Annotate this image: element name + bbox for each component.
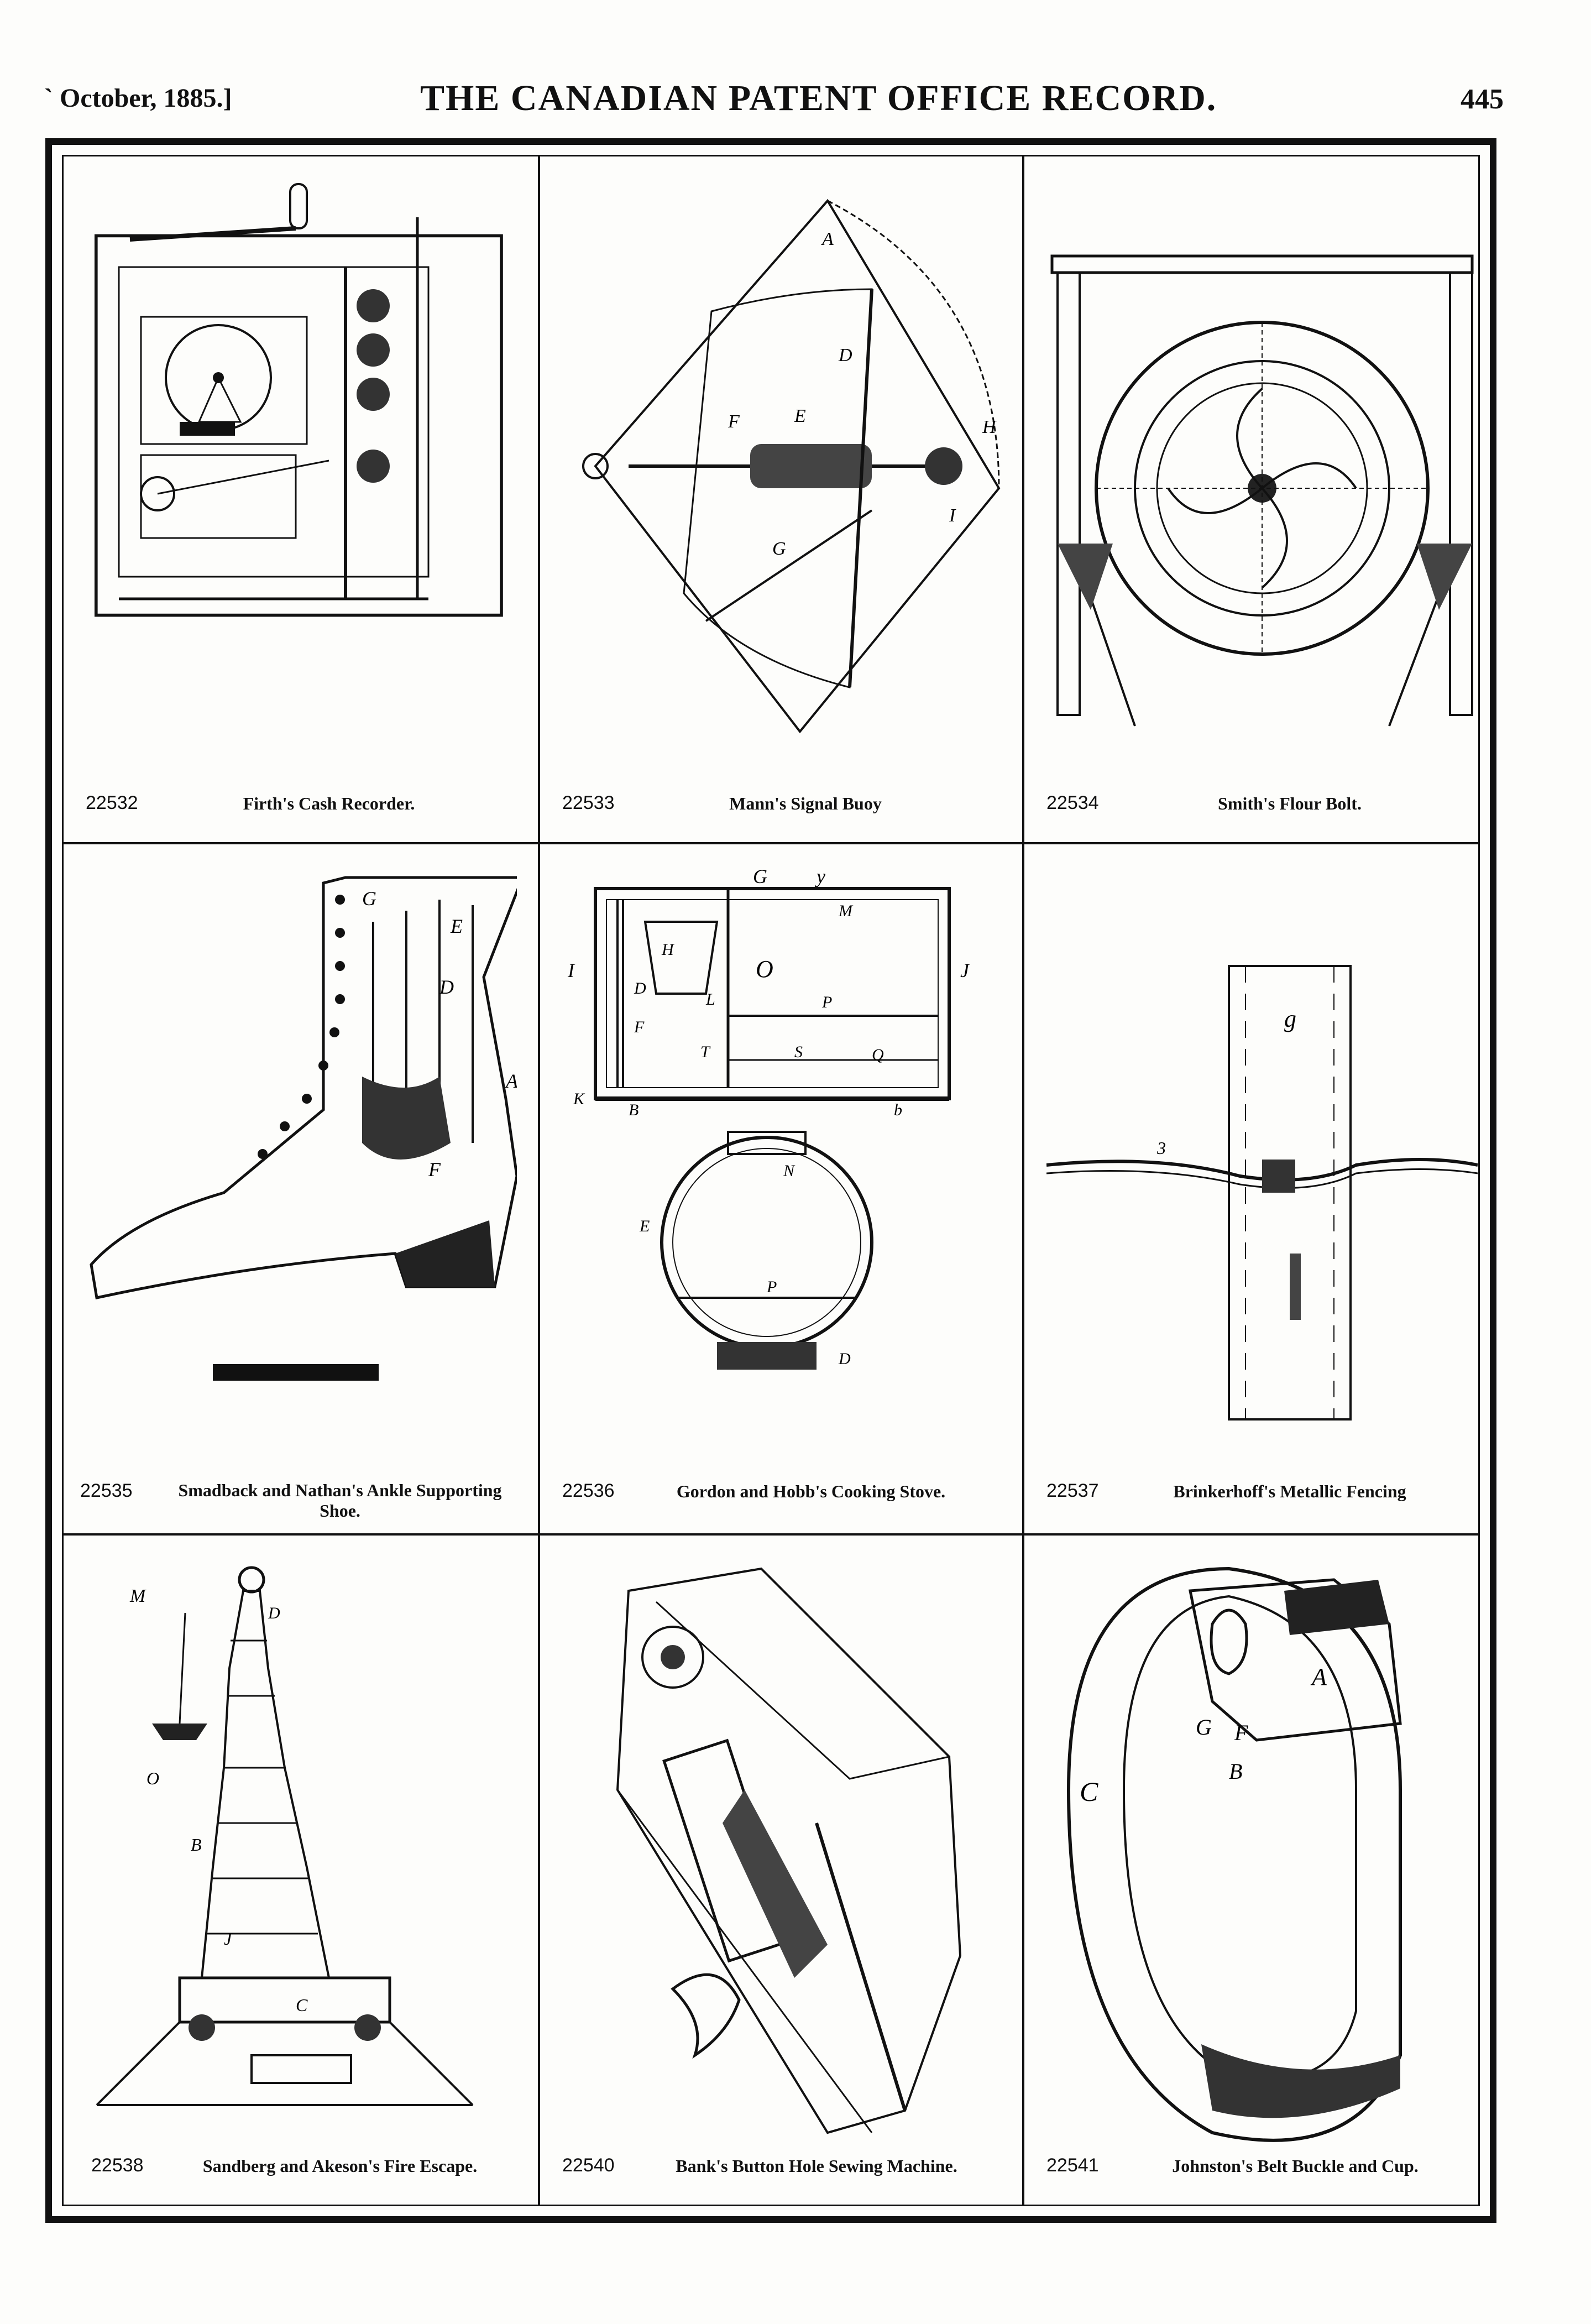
figure-label: E [794, 406, 806, 426]
plate-flour-bolt: 22534 Smith's Flour Bolt. [1024, 156, 1490, 842]
figure-label: C [296, 1995, 308, 2015]
ankle-shoe-drawing: G E D F A [90, 876, 517, 1381]
figure-label: 3 [1156, 1138, 1166, 1158]
figure-label: A [505, 1070, 517, 1092]
grid-divider [538, 156, 540, 2205]
plate-metallic-fencing: g 3 22537 Brinkerhoff's Metallic Fencing [1024, 844, 1490, 1533]
patent-name: Gordon and Hobb's Cooking Stove. [676, 1481, 946, 1501]
figure-label: F [728, 411, 740, 432]
figure-label: S [794, 1043, 803, 1061]
plates-frame: 22532 Firth's Cash Recorder. A D E F G H [45, 138, 1496, 2223]
patent-number: 22537 [1046, 1480, 1099, 1501]
figure-label: G [753, 866, 767, 887]
figure-label: g [1284, 1005, 1296, 1032]
figure-label: b [894, 1101, 902, 1119]
plate-ankle-shoe: G E D F A 22535 Smadback and Nathan's An… [64, 844, 538, 1533]
figure-label: D [439, 976, 454, 998]
figure-label: P [766, 1278, 777, 1296]
figure-label: H [982, 417, 997, 437]
patent-number: 22535 [80, 1480, 133, 1501]
figure-label: O [756, 955, 773, 983]
patent-number: 22536 [562, 1480, 615, 1501]
grid-divider [1022, 156, 1024, 2205]
patent-name: Mann's Signal Buoy [729, 793, 882, 813]
figure-label: F [428, 1158, 441, 1181]
figure-label: N [783, 1162, 796, 1180]
figure-label: G [772, 539, 786, 559]
figure-label: I [949, 505, 956, 526]
figure-label: P [821, 993, 832, 1011]
patent-name: Smith's Flour Bolt. [1218, 793, 1362, 813]
figure-label: H [661, 941, 675, 959]
figure-label: I [567, 959, 575, 981]
cooking-stove-drawing: G y M H I D F L P T S Q K B b J O N E P [567, 866, 970, 1370]
grid-divider [64, 1533, 1478, 1536]
patent-number: 22532 [86, 792, 138, 813]
issue-date: ` October, 1885.] [44, 83, 232, 113]
signal-buoy-drawing: A D E F G H I [582, 199, 1001, 734]
page-number: 445 [1461, 83, 1504, 115]
patent-name: Firth's Cash Recorder. [243, 793, 415, 813]
figure-label: K [573, 1090, 585, 1108]
patent-name: Johnston's Belt Buckle and Cup. [1172, 2156, 1419, 2176]
figure-label: L [705, 990, 715, 1009]
patent-number: 22534 [1046, 792, 1099, 813]
figure-label: G [1196, 1715, 1212, 1740]
figure-label: J [960, 959, 970, 981]
page-header: ` October, 1885.] THE CANADIAN PATENT OF… [44, 77, 1504, 127]
figure-label: M [838, 902, 854, 920]
plates-grid: 22532 Firth's Cash Recorder. A D E F G H [62, 155, 1480, 2206]
grid-divider [64, 842, 1478, 844]
figure-label: E [450, 915, 463, 937]
figure-label: D [838, 345, 852, 365]
figure-label: F [1234, 1720, 1248, 1745]
figure-label: B [629, 1101, 639, 1119]
cash-recorder-drawing [94, 183, 503, 617]
fire-escape-drawing: M D J O B C [96, 1566, 474, 2106]
figure-label: T [700, 1043, 711, 1061]
plate-cooking-stove: G y M H I D F L P T S Q K B b J O N E P [540, 844, 1022, 1533]
figure-label: M [129, 1586, 146, 1606]
figure-label: G [362, 887, 376, 910]
plate-signal-buoy: A D E F G H I 22533 Mann's Signal Buoy [540, 156, 1022, 842]
belt-buckle-drawing: C G F B A [1066, 1566, 1402, 2142]
figure-label: y [815, 866, 825, 887]
figure-label: B [1229, 1759, 1242, 1784]
patent-number: 22538 [91, 2155, 144, 2176]
figure-label: C [1080, 1776, 1098, 1807]
figure-label: D [838, 1350, 851, 1368]
plate-buttonhole-machine: 22540 Bank's Button Hole Sewing Machine. [540, 1536, 1022, 2211]
figure-label: A [821, 229, 834, 249]
figure-label: F [634, 1018, 645, 1036]
patent-number: 22540 [562, 2155, 615, 2176]
figure-label: D [268, 1604, 280, 1622]
patent-name: Sandberg and Akeson's Fire Escape. [202, 2156, 478, 2176]
buttonhole-machine-drawing [616, 1567, 962, 2134]
figure-label: E [639, 1217, 650, 1235]
figure-label: J [224, 1929, 233, 1949]
plate-cash-recorder: 22532 Firth's Cash Recorder. [64, 156, 538, 842]
patent-number: 22541 [1046, 2155, 1099, 2176]
figure-label: A [1310, 1663, 1327, 1690]
patent-number: 22533 [562, 792, 615, 813]
flour-bolt-drawing [1050, 254, 1474, 727]
patent-name: Bank's Button Hole Sewing Machine. [676, 2156, 957, 2176]
figure-label: Q [872, 1046, 884, 1064]
metallic-fencing-drawing: g 3 [1046, 965, 1478, 1420]
patent-name: Smadback and Nathan's Ankle Supporting S… [178, 1480, 502, 1521]
plate-fire-escape: M D J O B C 22538 Sandberg and Akeson's … [64, 1536, 538, 2211]
figure-label: B [191, 1835, 202, 1855]
figure-label: D [634, 979, 646, 998]
journal-title: THE CANADIAN PATENT OFFICE RECORD. [420, 78, 1217, 118]
figure-label: O [146, 1768, 159, 1788]
patent-name: Brinkerhoff's Metallic Fencing [1173, 1481, 1406, 1501]
plate-belt-buckle: C G F B A 22541 Johnston's Belt Buckle a… [1024, 1536, 1490, 2211]
